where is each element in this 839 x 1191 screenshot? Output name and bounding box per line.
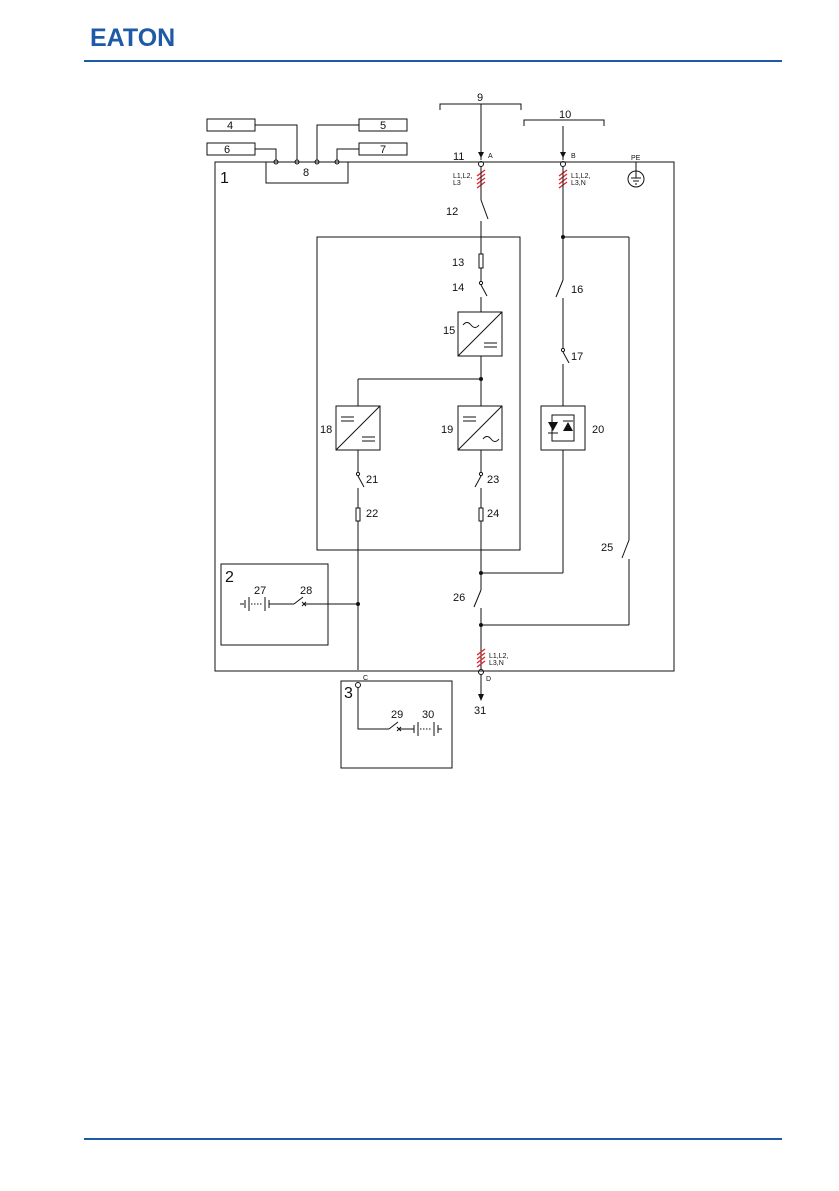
box-5-label: 5 bbox=[380, 120, 386, 132]
wire-7 bbox=[337, 149, 359, 160]
label-14: 14 bbox=[452, 282, 464, 294]
label-23: 23 bbox=[487, 474, 499, 486]
rectifier-15 bbox=[458, 312, 502, 356]
ups-enclosure bbox=[215, 162, 674, 671]
pe-label: PE bbox=[631, 155, 641, 162]
terminal-b-label: B bbox=[571, 153, 576, 160]
static-switch-20 bbox=[541, 406, 585, 450]
switch-17 bbox=[563, 352, 569, 363]
input-10-label: 10 bbox=[559, 109, 571, 121]
label-20: 20 bbox=[592, 424, 604, 436]
label-30: 30 bbox=[422, 709, 434, 721]
battery-converter-18 bbox=[336, 406, 380, 450]
battery-30-icon bbox=[399, 722, 442, 736]
label-12: 12 bbox=[446, 206, 458, 218]
switch-12 bbox=[481, 200, 488, 219]
phase-a-label-1: L1,L2, bbox=[453, 173, 473, 180]
terminal-d-label: D bbox=[486, 676, 491, 683]
label-15: 15 bbox=[443, 325, 455, 337]
box-7-label: 7 bbox=[380, 144, 386, 156]
interface-boxes: 4 5 6 7 8 bbox=[207, 119, 407, 183]
box-6 bbox=[207, 143, 255, 155]
switch-21 bbox=[358, 476, 364, 487]
fuse-24 bbox=[479, 508, 483, 521]
fuse-13 bbox=[479, 254, 483, 268]
terminal-a-label: A bbox=[488, 153, 493, 160]
label-21: 21 bbox=[366, 474, 378, 486]
area-2-label: 2 bbox=[225, 569, 234, 586]
phase-a-label-2: L3 bbox=[453, 180, 461, 187]
label-29: 29 bbox=[391, 709, 403, 721]
switch-25 bbox=[622, 540, 629, 558]
label-27: 27 bbox=[254, 585, 266, 597]
label-26: 26 bbox=[453, 592, 465, 604]
switch-16 bbox=[556, 280, 563, 297]
switch-23 bbox=[475, 476, 481, 487]
inverter-19 bbox=[458, 406, 502, 450]
phase-d-label-1: L1,L2, bbox=[489, 653, 509, 660]
input-11-label: 11 bbox=[453, 151, 464, 163]
switch-14 bbox=[481, 285, 487, 296]
breaker-28 bbox=[294, 597, 303, 604]
wire-6 bbox=[255, 149, 276, 160]
label-17: 17 bbox=[571, 351, 583, 363]
label-16: 16 bbox=[571, 284, 583, 296]
label-18: 18 bbox=[320, 424, 332, 436]
power-module-box bbox=[317, 237, 520, 550]
label-25: 25 bbox=[601, 542, 613, 554]
terminal-d bbox=[479, 670, 484, 675]
terminal-c bbox=[356, 683, 361, 688]
area-1-label: 1 bbox=[220, 170, 229, 187]
box-4-label: 4 bbox=[227, 120, 233, 132]
phase-d-label-2: L3,N bbox=[489, 660, 504, 667]
input-9-label: 9 bbox=[477, 92, 483, 104]
switch-26 bbox=[474, 590, 481, 607]
label-28: 28 bbox=[300, 585, 312, 597]
pe-earth-icon: PE bbox=[628, 155, 644, 187]
phase-b-label-2: L3,N bbox=[571, 180, 586, 187]
label-19: 19 bbox=[441, 424, 453, 436]
wire-5 bbox=[317, 125, 359, 160]
phase-b-label-1: L1,L2, bbox=[571, 173, 591, 180]
label-13: 13 bbox=[452, 257, 464, 269]
label-31: 31 bbox=[474, 705, 486, 717]
box-6-label: 6 bbox=[224, 144, 230, 156]
battery-27-icon bbox=[240, 597, 294, 611]
breaker-29 bbox=[389, 722, 398, 729]
box-8-label: 8 bbox=[303, 167, 309, 179]
fuse-22 bbox=[356, 508, 360, 521]
label-22: 22 bbox=[366, 508, 378, 520]
area-3-label: 3 bbox=[344, 685, 353, 702]
label-24: 24 bbox=[487, 508, 499, 520]
